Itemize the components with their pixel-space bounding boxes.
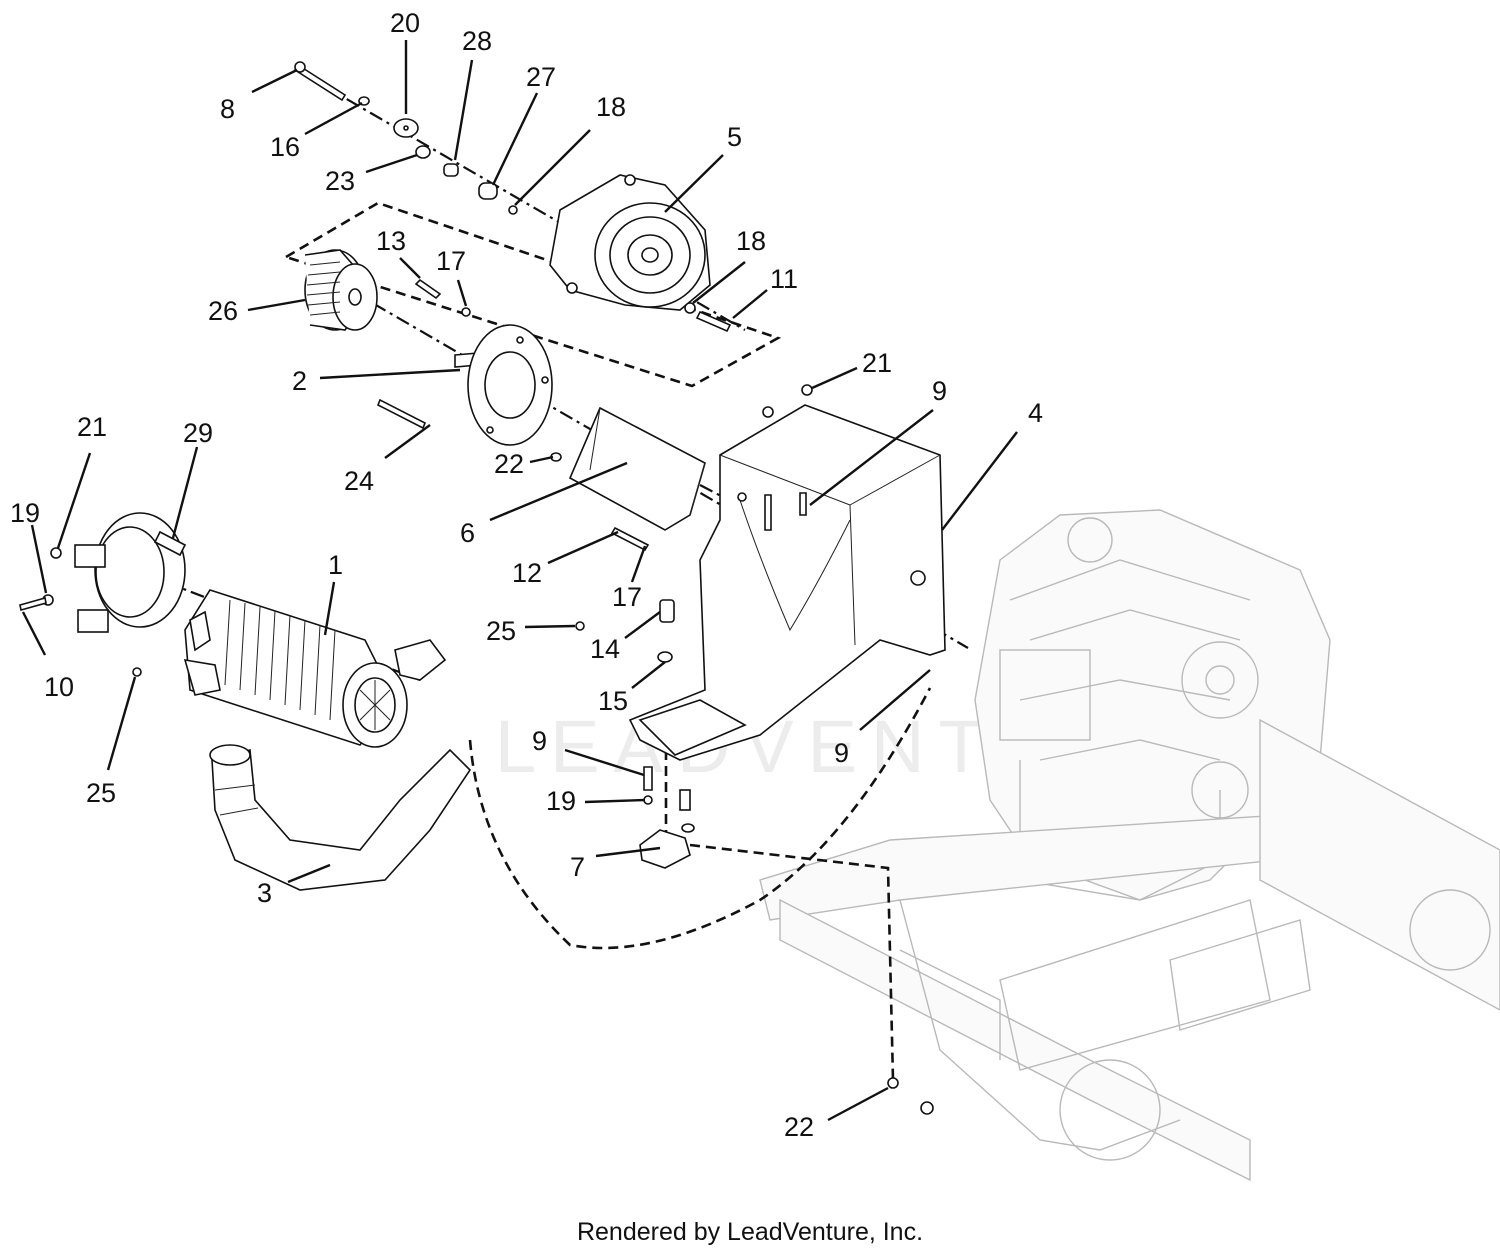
part-6-bracket [568, 406, 706, 531]
callout-24: 24 [344, 466, 374, 496]
part-11-bolt [695, 310, 732, 333]
callout-2: 2 [292, 366, 307, 396]
callout-25: 25 [486, 616, 516, 646]
callout-labels: 20 28 27 18 5 8 16 23 13 17 18 11 26 2 2… [10, 8, 1043, 1142]
part-2-flange-shaft [454, 324, 553, 446]
part-17-washer [461, 307, 471, 317]
part-5-clutch [549, 174, 711, 311]
callout-6: 6 [460, 518, 475, 548]
callout-14: 14 [590, 634, 620, 664]
footer-credit: Rendered by LeadVenture, Inc. [576, 1218, 924, 1246]
part-23-spacer [415, 145, 431, 159]
part-3-intake-hose [209, 744, 472, 891]
callout-11: 11 [770, 264, 798, 294]
part-18-washer-top [508, 205, 518, 215]
part-26-pulley [304, 249, 378, 331]
callout-10: 10 [44, 672, 74, 702]
callout-25: 25 [86, 778, 116, 808]
part-29-clamp [74, 512, 187, 633]
callout-1: 1 [328, 550, 343, 580]
callout-15: 15 [598, 686, 628, 716]
part-1-air-filter [183, 589, 447, 748]
callout-17: 17 [436, 246, 466, 276]
part-19-washer-lower [643, 795, 653, 805]
part-20-washer [393, 118, 419, 138]
part-15-washer [657, 651, 673, 663]
callout-16: 16 [270, 132, 300, 162]
callout-3: 3 [257, 878, 272, 908]
part-9-bolt-lower [643, 766, 691, 811]
part-8-bolt [293, 61, 347, 102]
callout-23: 23 [325, 166, 355, 196]
part-27-spacer [478, 182, 498, 200]
callout-19: 19 [10, 498, 40, 528]
part-25-screw-mid [575, 621, 585, 631]
callout-5: 5 [727, 122, 742, 152]
part-9-bolts-upper [764, 492, 807, 531]
part-21-nut-left [50, 547, 62, 559]
part-22-nut-lower [887, 1077, 934, 1115]
callout-22: 22 [494, 449, 524, 479]
leader-lines [21, 40, 1018, 1122]
callout-12: 12 [512, 558, 542, 588]
part-13-bolt [414, 278, 442, 300]
part-21-nut-top [762, 384, 813, 418]
callout-8: 8 [220, 94, 235, 124]
callout-22: 22 [784, 1112, 814, 1142]
engine-frame-ghost [759, 509, 1500, 1182]
callout-19: 19 [546, 786, 576, 816]
callout-21: 21 [862, 348, 892, 378]
part-14-bolt [659, 599, 675, 623]
callout-13: 13 [376, 226, 406, 256]
part-4-mount-plate [628, 404, 946, 761]
callout-7: 7 [570, 852, 585, 882]
callout-9: 9 [932, 376, 947, 406]
part-25-screw-left [132, 667, 142, 677]
callout-4: 4 [1028, 398, 1043, 428]
callout-9: 9 [834, 738, 849, 768]
callout-18: 18 [596, 92, 626, 122]
callout-29: 29 [183, 418, 213, 448]
part-7-isolator [639, 823, 695, 869]
callout-18: 18 [736, 226, 766, 256]
callout-28: 28 [462, 26, 492, 56]
callout-9: 9 [532, 726, 547, 756]
part-12-bolt [610, 526, 650, 552]
callout-20: 20 [390, 8, 420, 38]
callout-21: 21 [77, 412, 107, 442]
part-28-bushing [443, 163, 459, 177]
callout-17: 17 [612, 582, 642, 612]
callout-26: 26 [208, 296, 238, 326]
part-18-washer-lower [684, 302, 696, 314]
part-24-key [376, 398, 427, 430]
part-10-bolt [19, 596, 47, 612]
callout-27: 27 [526, 62, 556, 92]
